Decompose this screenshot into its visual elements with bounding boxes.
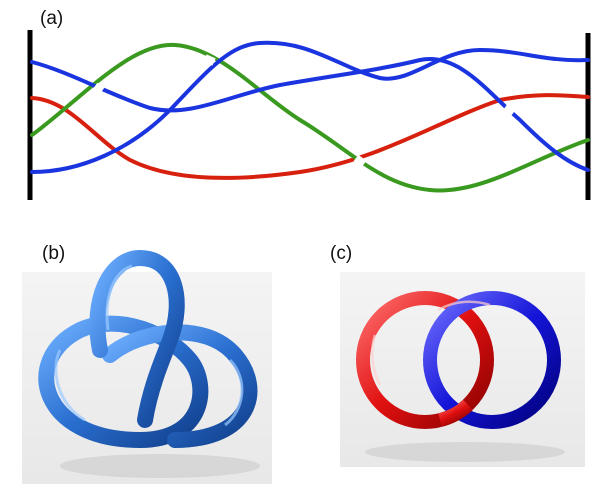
blue-strand-lower <box>30 40 590 174</box>
trefoil-shadow <box>60 454 260 478</box>
trefoil-background <box>22 272 272 484</box>
panel-c-label: (c) <box>330 243 353 264</box>
blue-strand-upper <box>30 57 590 172</box>
trefoil-tube <box>38 249 258 448</box>
red-ring <box>356 291 494 429</box>
green-strand <box>30 42 590 193</box>
hopf-shadow <box>365 442 565 462</box>
panel-b-label: (b) <box>42 243 66 264</box>
hopf-highlights <box>371 300 491 386</box>
panel-a-braid <box>27 30 591 200</box>
crossing-gaps <box>92 54 517 168</box>
red-ring-over-segment <box>438 399 473 427</box>
red-strand <box>30 93 590 180</box>
blue-ring <box>423 291 561 429</box>
panel-a-label: (a) <box>40 8 64 29</box>
trefoil-highlight <box>54 264 244 427</box>
